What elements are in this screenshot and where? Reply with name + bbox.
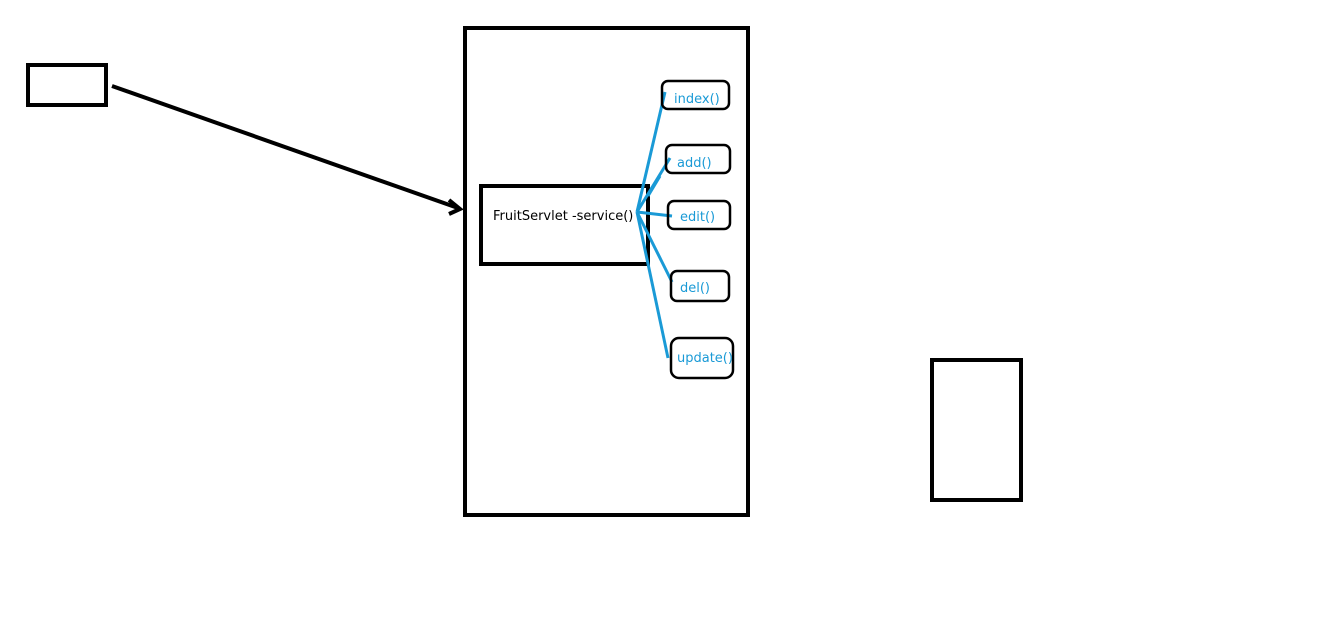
method-label-del: del() bbox=[680, 281, 710, 296]
method-box bbox=[669, 336, 735, 380]
database-box bbox=[930, 358, 1023, 502]
method-del: del() bbox=[669, 269, 731, 303]
servlet-box bbox=[479, 184, 650, 266]
request-arrow bbox=[111, 84, 464, 216]
method-box bbox=[660, 79, 731, 111]
method-add: add() bbox=[664, 143, 732, 175]
method-box bbox=[666, 199, 732, 231]
method-edit: edit() bbox=[666, 199, 732, 231]
server-container bbox=[463, 26, 750, 517]
client-box bbox=[26, 63, 108, 107]
method-box bbox=[664, 143, 732, 175]
servlet-label: FruitServlet -service() bbox=[493, 209, 633, 224]
method-label-update: update() bbox=[677, 351, 733, 366]
method-label-edit: edit() bbox=[680, 210, 715, 225]
method-box bbox=[669, 269, 731, 303]
dispatch-lines bbox=[635, 91, 674, 359]
method-label-index: index() bbox=[674, 92, 720, 107]
method-label-add: add() bbox=[677, 156, 712, 171]
method-update: update() bbox=[669, 336, 735, 380]
method-index: index() bbox=[660, 79, 731, 111]
